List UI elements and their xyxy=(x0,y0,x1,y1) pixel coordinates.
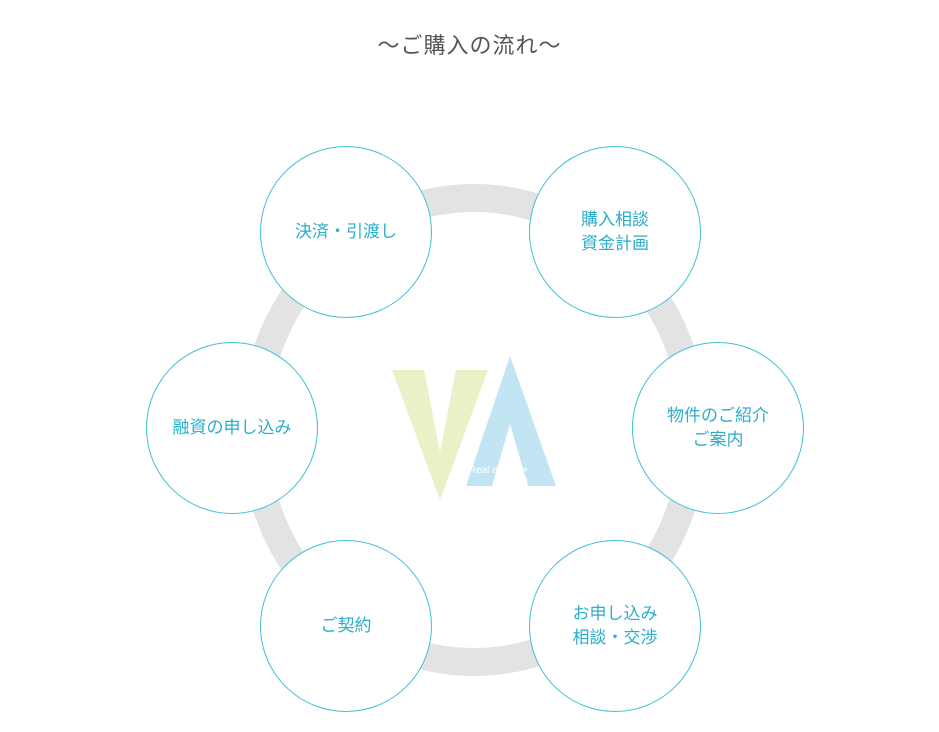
step-label-line: 物件のご紹介 xyxy=(667,406,769,426)
step-label-line: 決済・引渡し xyxy=(295,222,397,242)
step-label-line: 融資の申し込み xyxy=(172,418,292,438)
step-label-line: 資金計画 xyxy=(581,234,649,254)
step-settlement-handover: 決済・引渡し xyxy=(260,146,432,318)
logo-text-line2: value xyxy=(504,476,528,487)
step-loan-application: 融資の申し込み xyxy=(146,342,318,514)
step-purchase-consultation: 購入相談 資金計画 xyxy=(529,146,701,318)
logo-letter-a xyxy=(466,356,556,486)
logo-text-line1: Real estate + xyxy=(469,465,528,476)
step-label-line: 相談・交渉 xyxy=(572,628,658,648)
step-label-line: ご契約 xyxy=(320,616,372,636)
company-logo: Real estate + value xyxy=(392,356,556,500)
page-title: 〜ご購入の流れ〜 xyxy=(377,34,562,59)
step-application-negotiation: お申し込み 相談・交渉 xyxy=(529,540,701,712)
logo-letter-v xyxy=(392,370,488,500)
step-property-introduction: 物件のご紹介 ご案内 xyxy=(632,342,804,514)
step-label-line: 購入相談 xyxy=(581,210,649,230)
step-label-line: ご案内 xyxy=(692,430,744,450)
step-label-line: お申し込み xyxy=(572,604,658,624)
step-contract: ご契約 xyxy=(260,540,432,712)
